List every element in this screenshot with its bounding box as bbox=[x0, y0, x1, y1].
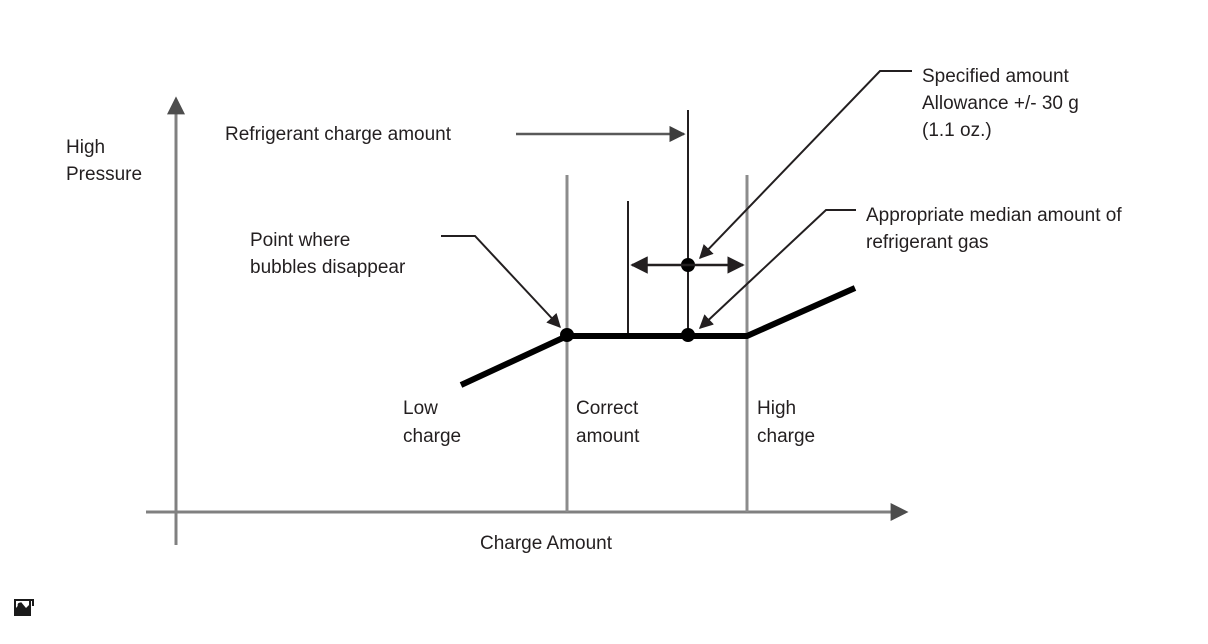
pressure-curve bbox=[459, 285, 857, 388]
region-label-low-charge-line2: charge bbox=[403, 426, 461, 447]
region-label-low-charge-line1: Low bbox=[403, 398, 438, 419]
callout-specified-amount-leader bbox=[699, 70, 912, 260]
callout-bubbles-point-line2: bubbles disappear bbox=[250, 257, 406, 278]
callout-bubbles-point-line1: Point where bbox=[250, 230, 350, 251]
callout-bubbles-point-leader bbox=[441, 235, 561, 329]
broken-image-icon bbox=[14, 599, 34, 616]
x-axis-label: Charge Amount bbox=[480, 533, 613, 554]
callout-refrigerant-charge-amount-label: Refrigerant charge amount bbox=[225, 124, 452, 145]
callout-specified-amount-line1: Specified amount bbox=[922, 66, 1070, 87]
callout-appropriate-median-line1: Appropriate median amount of bbox=[866, 205, 1122, 226]
region-label-high-charge-line2: charge bbox=[757, 426, 815, 447]
y-axis-label-line2: Pressure bbox=[66, 164, 142, 185]
marker-bubbles-disappear bbox=[560, 328, 574, 342]
y-axis-label-line1: High bbox=[66, 137, 105, 158]
region-label-correct-amount-line1: Correct bbox=[576, 398, 639, 419]
callout-specified-amount-line3: (1.1 oz.) bbox=[922, 120, 992, 141]
callout-appropriate-median-leader bbox=[698, 209, 856, 329]
marker-median-amount bbox=[681, 328, 695, 342]
callout-appropriate-median-line2: refrigerant gas bbox=[866, 232, 989, 253]
callout-specified-amount-line2: Allowance +/- 30 g bbox=[922, 93, 1079, 114]
region-label-high-charge-line1: High bbox=[757, 398, 796, 419]
region-label-correct-amount-line2: amount bbox=[576, 426, 640, 447]
